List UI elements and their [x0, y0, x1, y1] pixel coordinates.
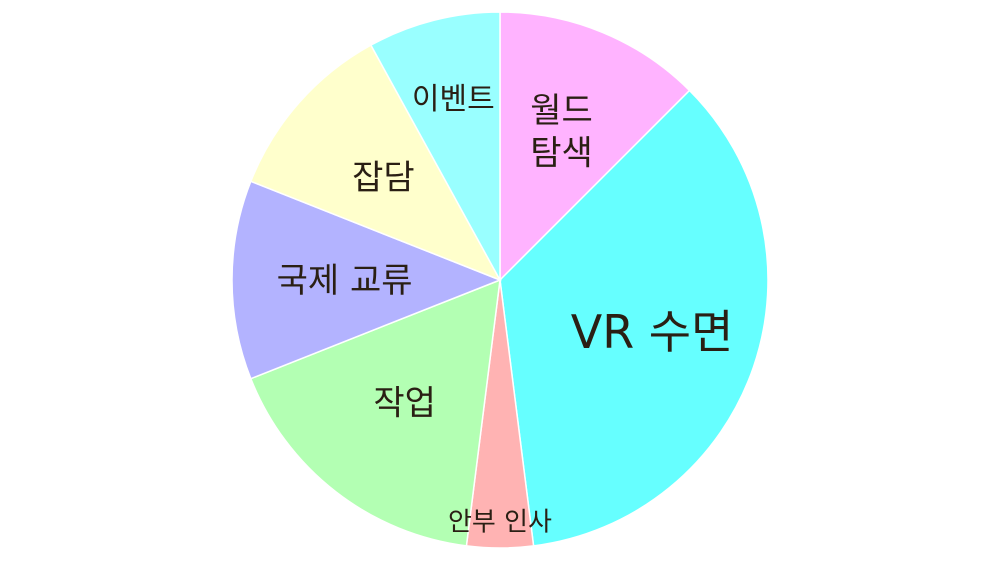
slice-label-작업: 작업 — [373, 384, 436, 424]
pie-slice-이벤트 — [369, 11, 501, 281]
slices-layer — [231, 11, 769, 549]
pie-slice-잡담 — [249, 44, 502, 282]
pie-slice-VR-수면 — [499, 89, 769, 547]
pie-slice-국제-교류 — [231, 180, 503, 380]
pie-slice-작업 — [249, 278, 501, 547]
pie-slice-월드-탐색 — [499, 11, 691, 282]
slice-label-잡담: 잡담 — [352, 158, 415, 198]
slice-label-이벤트: 이벤트 — [412, 82, 495, 117]
slice-label-VR-수면: VR 수면 — [571, 305, 734, 359]
slice-label-국제-교류: 국제 교류 — [277, 261, 413, 301]
slice-label-안부-인사: 안부 인사 — [448, 507, 552, 537]
